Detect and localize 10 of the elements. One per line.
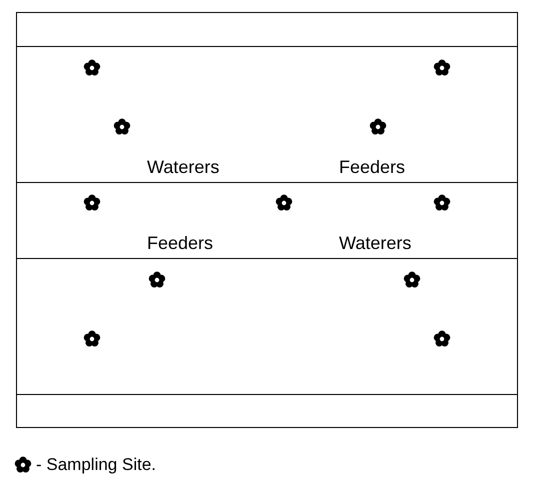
area-label: Waterers	[339, 233, 412, 253]
floor-band	[16, 12, 518, 47]
floor-band	[16, 182, 518, 259]
area-label: Feeders	[147, 233, 214, 253]
floor-band	[16, 258, 518, 395]
floor-band	[16, 394, 518, 428]
area-label: Waterers	[147, 157, 220, 177]
legend-text: - Sampling Site.	[36, 455, 156, 475]
area-label: Feeders	[339, 157, 406, 177]
floor-band	[16, 46, 518, 183]
